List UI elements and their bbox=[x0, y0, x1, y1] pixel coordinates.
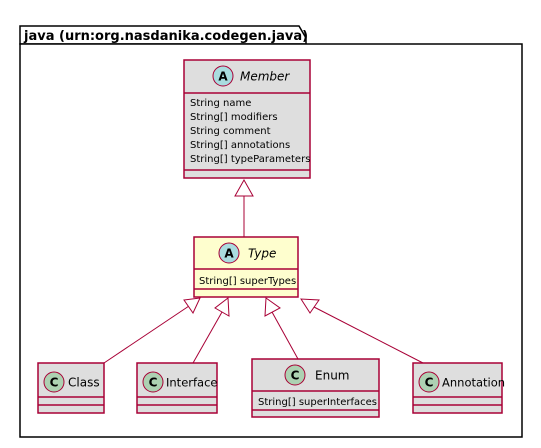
class-name: Member bbox=[240, 70, 290, 84]
attribute-text: String[] modifiers bbox=[190, 112, 278, 123]
class-name: Class bbox=[68, 376, 100, 390]
class-interface[interactable]: C Interface bbox=[136, 362, 218, 414]
attribute-text: String[] superTypes bbox=[199, 276, 296, 287]
attribute-list: String[] superInterfaces bbox=[258, 397, 377, 408]
edge-class-type bbox=[103, 305, 190, 364]
badge-letter: C bbox=[425, 376, 434, 390]
arrowhead-type-class bbox=[183, 297, 201, 315]
class-badge-icon bbox=[418, 371, 440, 393]
class-name: Annotation bbox=[442, 376, 505, 390]
class-type[interactable]: A Type String[] superTypes bbox=[193, 236, 299, 298]
attribute-text: String[] typeParameters bbox=[190, 154, 310, 165]
class-name: Interface bbox=[166, 376, 218, 390]
attribute-text: String comment bbox=[190, 126, 271, 137]
class-name: Type bbox=[248, 247, 276, 261]
class-name: Enum bbox=[315, 369, 349, 383]
generalization-edges bbox=[103, 178, 424, 364]
badge-letter: A bbox=[218, 70, 228, 84]
abstract-badge-icon bbox=[212, 65, 234, 87]
arrowhead-type-annotation bbox=[300, 298, 320, 314]
class-enum-box bbox=[251, 358, 380, 418]
badge-letter: C bbox=[149, 376, 158, 390]
attribute-list: String[] superTypes bbox=[199, 276, 296, 287]
badge-letter: C bbox=[50, 376, 59, 390]
package-tab bbox=[19, 25, 307, 45]
arrowhead-member bbox=[234, 178, 254, 197]
class-enum[interactable]: C Enum String[] superInterfaces bbox=[251, 358, 380, 418]
badge-letter: C bbox=[291, 369, 300, 383]
edge-interface-type bbox=[192, 311, 223, 364]
class-type-box bbox=[193, 236, 299, 298]
arrowhead-type-enum bbox=[264, 297, 281, 317]
attribute-text: String[] superInterfaces bbox=[258, 397, 377, 408]
edge-annotation-type bbox=[313, 306, 424, 364]
attribute-text: String name bbox=[190, 98, 251, 109]
class-annotation[interactable]: C Annotation bbox=[412, 362, 505, 414]
class-badge-icon bbox=[142, 371, 164, 393]
class-badge-icon bbox=[284, 364, 306, 386]
class-class[interactable]: C Class bbox=[37, 362, 105, 414]
edge-enum-type bbox=[271, 311, 299, 360]
package-title: java (urn:org.nasdanika.codegen.java) bbox=[23, 29, 308, 44]
abstract-badge-icon bbox=[218, 242, 240, 264]
arrowhead-type-interface bbox=[214, 297, 230, 317]
attribute-text: String[] annotations bbox=[190, 140, 290, 151]
badge-letter: A bbox=[224, 247, 234, 261]
class-member-box bbox=[183, 59, 311, 179]
class-badge-icon bbox=[43, 371, 65, 393]
